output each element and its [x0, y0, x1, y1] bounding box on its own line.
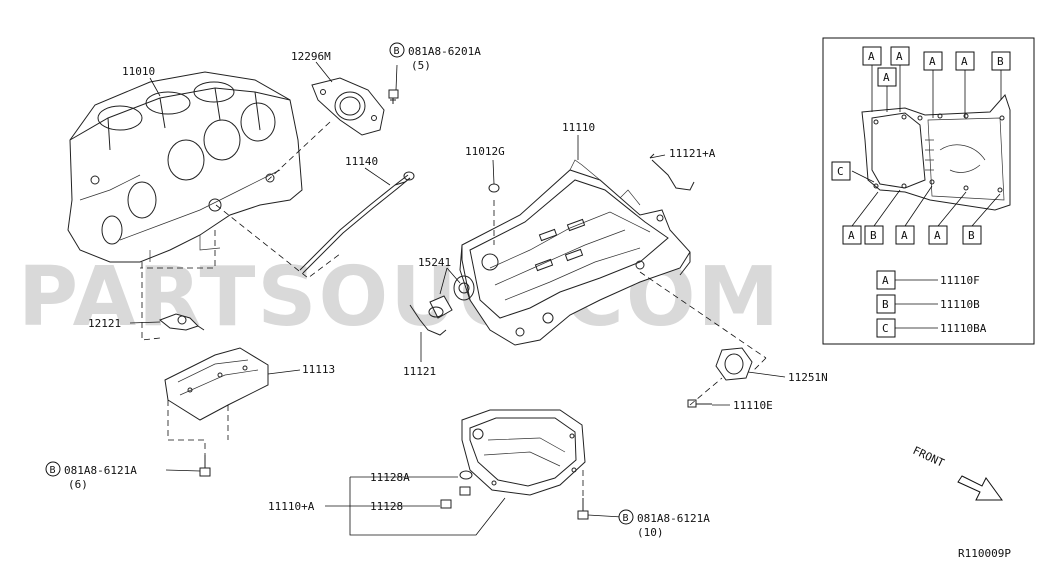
- label-11110a[interactable]: 11110+A: [268, 500, 315, 513]
- legend-part[interactable]: 11110B: [940, 298, 980, 311]
- crank-sensor[interactable]: [159, 313, 205, 331]
- oil-filter[interactable]: [428, 275, 475, 319]
- rear-seal[interactable]: [715, 347, 753, 381]
- label-11251n[interactable]: 11251N: [788, 371, 828, 384]
- inset-marker: A: [934, 229, 941, 242]
- label-11128[interactable]: 11128: [370, 500, 403, 513]
- lower-oil-pan[interactable]: [461, 409, 586, 496]
- label-15241[interactable]: 15241: [418, 256, 451, 269]
- inset-leaders: [851, 58, 1002, 227]
- inset-marker: A: [868, 50, 875, 63]
- svg-text:(10): (10): [637, 526, 664, 539]
- label-bolt-6201a[interactable]: B 081A8-6201A (5): [389, 42, 481, 72]
- leader-lines: [129, 61, 786, 536]
- inset-bottom-markers: A B A A B: [842, 225, 982, 245]
- inset-legend: A 11110F B 11110B C 11110BA: [876, 270, 987, 338]
- connection-lines: [140, 121, 767, 498]
- label-11012g[interactable]: 11012G: [465, 145, 505, 158]
- engine-block[interactable]: [67, 71, 303, 263]
- label-11128a[interactable]: 11128A: [370, 471, 410, 484]
- svg-text:B: B: [50, 465, 56, 476]
- label-11010[interactable]: 11010: [122, 65, 155, 78]
- label-bolt-6121a-left[interactable]: B 081A8-6121A (6): [45, 461, 137, 491]
- front-indicator: FRONT: [911, 444, 1003, 501]
- bolt-marker-icon: [389, 42, 405, 58]
- label-11140[interactable]: 11140: [345, 155, 378, 168]
- drain-plug[interactable]: [440, 470, 473, 509]
- legend-part[interactable]: 11110F: [940, 274, 980, 287]
- bolt-081a8-6201a[interactable]: [388, 89, 399, 104]
- o-ring[interactable]: [488, 183, 500, 193]
- label-12296m[interactable]: 12296M: [291, 50, 331, 63]
- bolt-marker-icon: [618, 509, 634, 525]
- legend-marker: B: [882, 298, 889, 311]
- label-bolt-6121a-right[interactable]: B 081A8-6121A (10): [618, 509, 710, 539]
- label-11110e[interactable]: 11110E: [733, 399, 773, 412]
- inset-marker: A: [901, 229, 908, 242]
- inset-marker: A: [896, 50, 903, 63]
- svg-text:B: B: [394, 46, 400, 57]
- svg-text:081A8-6201A: 081A8-6201A: [408, 45, 481, 58]
- oil-baffle-plate[interactable]: [164, 347, 269, 421]
- label-11121a[interactable]: 11121+A: [669, 147, 716, 160]
- diagram-code: R110009P: [958, 547, 1011, 560]
- svg-text:(6): (6): [68, 478, 88, 491]
- svg-text:(5): (5): [411, 59, 431, 72]
- legend-marker: A: [882, 274, 889, 287]
- rear-oil-seal-retainer[interactable]: [311, 77, 385, 136]
- inset-oil-pan: [861, 94, 1011, 211]
- bolt-marker-icon: [45, 461, 61, 477]
- upper-oil-pan[interactable]: [459, 159, 691, 346]
- label-11121[interactable]: 11121: [403, 365, 436, 378]
- inset-panel: A A A A A B C A B A A B: [822, 37, 1035, 345]
- svg-text:B: B: [623, 513, 629, 524]
- svg-text:081A8-6121A: 081A8-6121A: [637, 512, 710, 525]
- inset-marker-left: C: [837, 165, 844, 178]
- part-labels: 11010 12296M B 081A8-6201A (5) 11140 110…: [45, 42, 828, 539]
- baffle-plate-bracket[interactable]: [651, 159, 695, 191]
- legend-marker: C: [882, 322, 889, 335]
- inset-marker: A: [961, 55, 968, 68]
- label-12121[interactable]: 12121: [88, 317, 121, 330]
- label-11113[interactable]: 11113: [302, 363, 335, 376]
- bolt-081a8-6121a-left[interactable]: [199, 455, 211, 477]
- legend-part[interactable]: 11110BA: [940, 322, 987, 335]
- label-11110[interactable]: 11110: [562, 121, 595, 134]
- inset-marker: A: [929, 55, 936, 68]
- inset-top-markers: A A A A A B: [862, 46, 1011, 87]
- inset-marker: B: [997, 55, 1004, 68]
- inset-marker: A: [848, 229, 855, 242]
- front-arrow-icon: [957, 475, 1003, 501]
- inset-marker: B: [968, 229, 975, 242]
- oil-level-gauge[interactable]: [299, 171, 415, 274]
- svg-text:081A8-6121A: 081A8-6121A: [64, 464, 137, 477]
- inset-marker: B: [870, 229, 877, 242]
- oil-pan-bracket[interactable]: [409, 304, 447, 336]
- bolt-081a8-6121a-right[interactable]: [577, 498, 589, 520]
- front-label: FRONT: [911, 444, 947, 470]
- inset-marker: A: [883, 71, 890, 84]
